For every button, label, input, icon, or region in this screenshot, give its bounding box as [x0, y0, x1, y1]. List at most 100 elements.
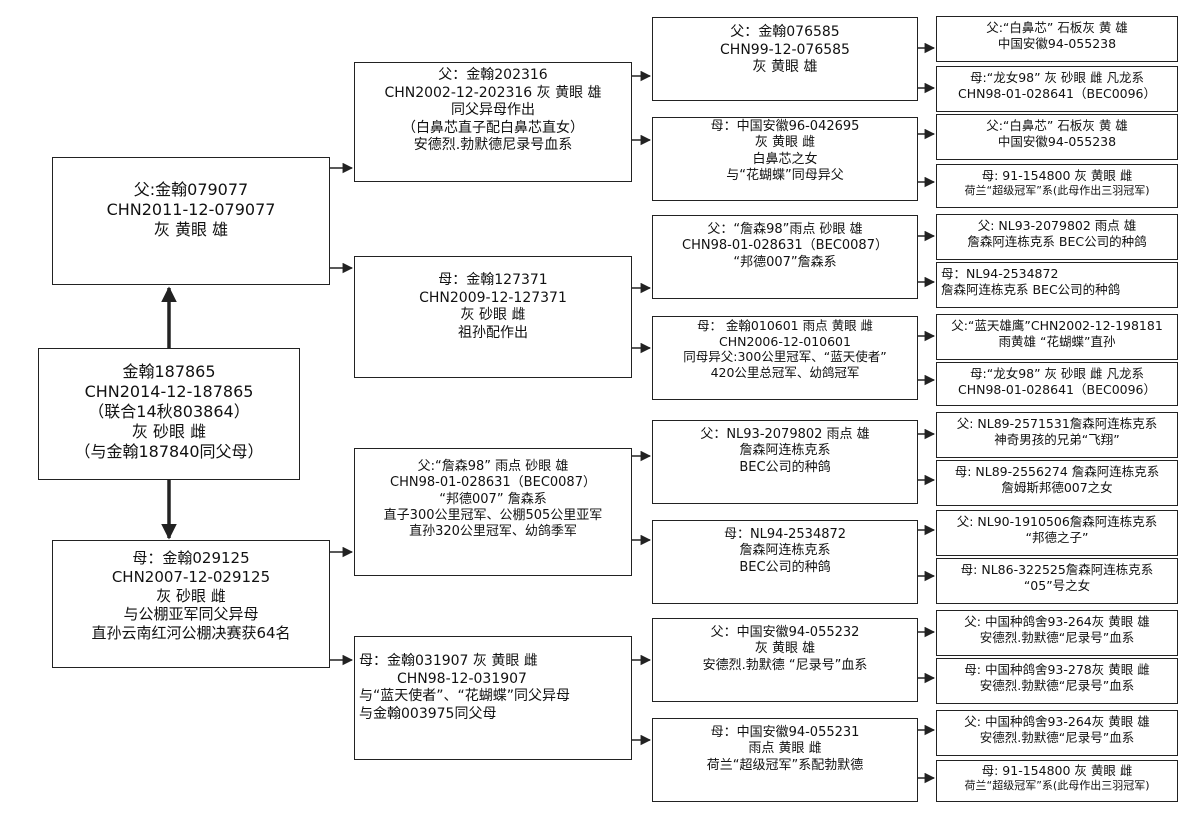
dss-note: BEC公司的种鸽: [739, 459, 831, 475]
gg-9-line-2: 神奇男孩的兄弟“飞翔”: [994, 431, 1120, 447]
sss-box: 父：金翰076585 CHN99-12-076585 灰 黄眼 雄: [652, 17, 918, 101]
sd-name: 母：金翰127371: [438, 272, 548, 288]
ss-box: 父：金翰202316 CHN2002-12-202316 灰 黄眼 雄 同父异母…: [354, 62, 632, 182]
subject-traits: 灰 砂眼 雌: [131, 422, 207, 441]
dd-name: 母：金翰031907 灰 黄眼 雌: [359, 653, 538, 669]
dd-ring: CHN98-12-031907: [397, 670, 527, 687]
dss-strain: 詹森阿连栋克系: [739, 443, 831, 459]
dam-note-2: 直孙云南红河公棚决赛获64名: [91, 624, 291, 642]
dsd-note: BEC公司的种鸽: [739, 559, 831, 575]
dds-traits: 灰 黄眼 雄: [754, 641, 816, 657]
ds-ring: CHN98-01-028631（BEC0087）: [390, 475, 596, 491]
gg-13-line-1: 父: 中国种鸽舍93-264灰 黄眼 雄: [964, 614, 1150, 629]
gg-6-line-1: 母：NL94-2534872: [941, 266, 1059, 281]
dd-note-2: 与金翰003975同父母: [359, 705, 497, 722]
ds-note-1: 直子300公里冠军、公棚505公里亚军: [383, 507, 603, 523]
sdd-note-1: 同母异父:300公里冠军、“蓝天使者”: [683, 349, 887, 365]
gg-box-9: 父: NL89-2571531詹森阿连栋克系 神奇男孩的兄弟“飞翔”: [936, 412, 1178, 458]
ddd-strain: 荷兰“超级冠军”系配勃默德: [706, 757, 864, 773]
ddd-box: 母：中国安徽94-055231 雨点 黄眼 雌 荷兰“超级冠军”系配勃默德: [652, 718, 918, 802]
sire-traits: 灰 黄眼 雄: [153, 220, 229, 239]
sdd-ring: CHN2006-12-010601: [719, 333, 851, 349]
dam-ring: CHN2007-12-029125: [111, 567, 271, 586]
sd-ring: CHN2009-12-127371: [419, 289, 567, 306]
ds-strain: “邦德007” 詹森系: [439, 491, 547, 507]
gg-box-6: 母：NL94-2534872 詹森阿连栋克系 BEC公司的种鸽: [936, 262, 1178, 308]
gg-9-line-1: 父: NL89-2571531詹森阿连栋克系: [956, 416, 1158, 431]
ss-note-2: （白鼻芯直子配白鼻芯直女）: [402, 119, 584, 136]
dsd-box: 母：NL94-2534872 詹森阿连栋克系 BEC公司的种鸽: [652, 520, 918, 604]
dam-box: 母：金翰029125 CHN2007-12-029125 灰 砂眼 雌 与公棚亚…: [52, 540, 330, 668]
ss-ring: CHN2002-12-202316 灰 黄眼 雄: [384, 84, 602, 101]
gg-box-14: 母: 中国种鸽舍93-278灰 黄眼 雌 安德烈.勃默德“尼录号”血系: [936, 658, 1178, 704]
ssd-note-1: 白鼻芯之女: [752, 151, 818, 167]
gg-box-10: 母: NL89-2556274 詹森阿连栋克系 詹姆斯邦德007之女: [936, 460, 1178, 506]
gg-box-1: 父:“白鼻芯” 石板灰 黄 雄 中国安徽94-055238: [936, 16, 1178, 62]
dam-name: 母：金翰029125: [132, 549, 250, 567]
ss-note-3: 安德烈.勃默德尼录号血系: [413, 137, 573, 153]
gg-15-line-1: 父: 中国种鸽舍93-264灰 黄眼 雄: [964, 714, 1150, 729]
dsd-strain: 詹森阿连栋克系: [739, 543, 831, 559]
gg-14-line-1: 母: 中国种鸽舍93-278灰 黄眼 雌: [964, 662, 1150, 677]
sd-traits: 灰 砂眼 雌: [460, 307, 526, 323]
gg-14-line-2: 安德烈.勃默德“尼录号”血系: [979, 677, 1135, 693]
gg-16-line-2: 荷兰“超级冠军”系(此母作出三羽冠军): [964, 778, 1150, 792]
ssd-traits: 灰 黄眼 雌: [754, 135, 816, 151]
gg-4-line-1: 母: 91-154800 灰 黄眼 雌: [981, 168, 1133, 183]
sds-strain: “邦德007”詹森系: [733, 254, 837, 270]
sss-ring: CHN99-12-076585: [720, 41, 850, 58]
gg-box-7: 父:“蓝天雄鹰”CHN2002-12-198181 雨黄雄 “花蝴蝶”直孙: [936, 314, 1178, 360]
dss-name: 父：NL93-2079802 雨点 雄: [700, 427, 870, 442]
gg-7-line-2: 雨黄雄 “花蝴蝶”直孙: [998, 333, 1116, 349]
sds-ring: CHN98-01-028631（BEC0087）: [682, 238, 888, 254]
dsd-name: 母：NL94-2534872: [723, 527, 847, 542]
sire-box: 父:金翰079077 CHN2011-12-079077 灰 黄眼 雄: [52, 157, 330, 285]
subject-ring: CHN2014-12-187865: [84, 382, 254, 401]
gg-box-8: 母:“龙女98” 灰 砂眼 雌 凡龙系 CHN98-01-028641（BEC0…: [936, 362, 1178, 406]
dds-box: 父：中国安徽94-055232 灰 黄眼 雄 安德烈.勃默德 “尼录号”血系: [652, 618, 918, 702]
gg-5-line-1: 父: NL93-2079802 雨点 雄: [977, 218, 1137, 233]
gg-12-line-1: 母: NL86-322525詹森阿连栋克系: [960, 562, 1154, 577]
gg-box-2: 母:“龙女98” 灰 砂眼 雌 凡龙系 CHN98-01-028641（BEC0…: [936, 66, 1178, 112]
sd-box: 母：金翰127371 CHN2009-12-127371 灰 砂眼 雌 祖孙配作…: [354, 256, 632, 378]
gg-3-line-1: 父:“白鼻芯” 石板灰 黄 雄: [986, 118, 1128, 133]
subject-alt-ring: （联合14秋803864）: [88, 402, 250, 421]
subject-note: （与金翰187840同父母）: [74, 442, 264, 461]
gg-box-11: 父: NL90-1910506詹森阿连栋克系 “邦德之子”: [936, 510, 1178, 556]
gg-4-line-2: 荷兰“超级冠军”系(此母作出三羽冠军): [964, 183, 1150, 197]
ds-name: 父:“詹森98” 雨点 砂眼 雄: [417, 459, 569, 474]
sd-note: 祖孙配作出: [458, 324, 528, 341]
sire-name: 父:金翰079077: [133, 180, 249, 199]
gg-box-12: 母: NL86-322525詹森阿连栋克系 “05”号之女: [936, 558, 1178, 604]
gg-2-line-1: 母:“龙女98” 灰 砂眼 雌 凡龙系: [970, 70, 1144, 85]
ssd-box: 母：中国安徽96-042695 灰 黄眼 雌 白鼻芯之女 与“花蝴蝶”同母异父: [652, 117, 918, 201]
ssd-name: 母：中国安徽96-042695: [710, 119, 860, 134]
gg-3-line-2: 中国安徽94-055238: [997, 133, 1117, 149]
sdd-note-2: 420公里总冠军、幼鸽冠军: [710, 364, 860, 380]
gg-6-line-2: 詹森阿连栋克系 BEC公司的种鸽: [941, 281, 1121, 297]
gg-box-4: 母: 91-154800 灰 黄眼 雌 荷兰“超级冠军”系(此母作出三羽冠军): [936, 164, 1178, 208]
sdd-box: 母： 金翰010601 雨点 黄眼 雌 CHN2006-12-010601 同母…: [652, 316, 918, 400]
ss-name: 父：金翰202316: [438, 67, 548, 83]
ds-note-2: 直孙320公里冠军、幼鸽季军: [409, 524, 577, 539]
dam-note-1: 与公棚亚军同父异母: [123, 605, 259, 624]
gg-8-line-1: 母:“龙女98” 灰 砂眼 雌 凡龙系: [970, 366, 1144, 381]
gg-10-line-1: 母: NL89-2556274 詹森阿连栋克系: [954, 464, 1160, 479]
sdd-name: 母： 金翰010601 雨点 黄眼 雌: [696, 318, 874, 333]
dd-box: 母：金翰031907 灰 黄眼 雌 CHN98-12-031907 与“蓝天使者…: [354, 636, 632, 760]
dds-name: 父：中国安徽94-055232: [710, 625, 860, 640]
gg-1-line-1: 父:“白鼻芯” 石板灰 黄 雄: [986, 20, 1128, 35]
ds-box: 父:“詹森98” 雨点 砂眼 雄 CHN98-01-028631（BEC0087…: [354, 448, 632, 576]
gg-10-line-2: 詹姆斯邦德007之女: [1001, 479, 1113, 495]
sss-traits: 灰 黄眼 雄: [752, 59, 818, 75]
gg-11-line-1: 父: NL90-1910506詹森阿连栋克系: [956, 514, 1158, 529]
gg-box-15: 父: 中国种鸽舍93-264灰 黄眼 雄 安德烈.勃默德“尼录号”血系: [936, 710, 1178, 756]
gg-12-line-2: “05”号之女: [1023, 577, 1091, 593]
gg-16-line-1: 母: 91-154800 灰 黄眼 雌: [981, 763, 1133, 778]
gg-11-line-2: “邦德之子”: [1025, 529, 1089, 545]
gg-box-5: 父: NL93-2079802 雨点 雄 詹森阿连栋克系 BEC公司的种鸽: [936, 214, 1178, 260]
ss-note-1: 同父异母作出: [451, 102, 535, 118]
sss-name: 父：金翰076585: [730, 24, 840, 40]
gg-15-line-2: 安德烈.勃默德“尼录号”血系: [979, 729, 1135, 745]
